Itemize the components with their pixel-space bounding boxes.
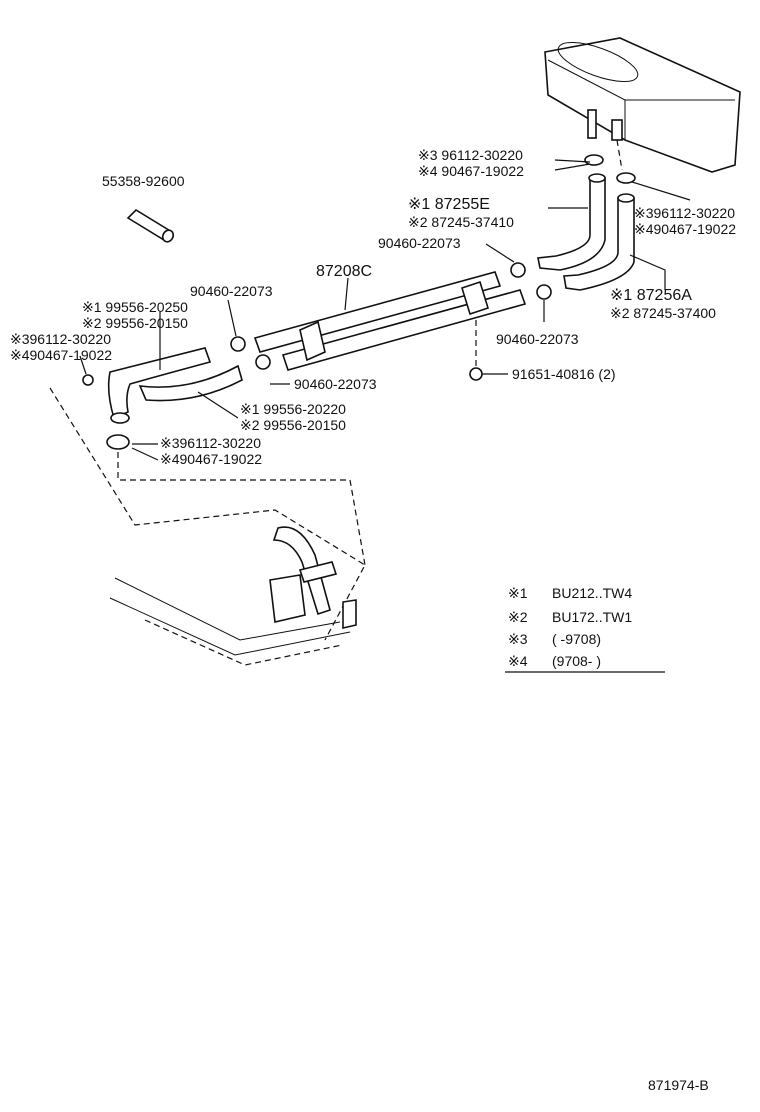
label-hose-low-2: ※2 99556-20150 xyxy=(240,417,346,433)
legend-mark-2: ※2 xyxy=(508,609,528,625)
label-hose-2-e: ※2 87245-37410 xyxy=(408,214,514,230)
clip-icons xyxy=(230,262,552,370)
legend-mark-4: ※4 xyxy=(508,653,528,669)
label-clip-upper: 90460-22073 xyxy=(378,235,461,251)
label-hose-low-1: ※1 99556-20220 xyxy=(240,401,346,417)
heater-unit xyxy=(544,37,741,173)
label-hose-2-a: ※2 87245-37400 xyxy=(610,305,716,321)
label-clamp-b-4: ※490467-19022 xyxy=(160,451,262,467)
figure-id: 871974-B xyxy=(648,1077,709,1093)
legend: ※1 BU212..TW4 ※2 BU172..TW1 ※3 ( -9708) … xyxy=(505,585,665,673)
clamp-left-icon xyxy=(82,374,94,386)
label-pipe-55358: 55358-92600 xyxy=(102,173,185,189)
bolt-icon xyxy=(469,318,483,381)
label-clamp-3-top: ※3 96112-30220 xyxy=(418,147,523,163)
label-clip-left: 90460-22073 xyxy=(190,283,273,299)
pipe-87208c xyxy=(253,271,527,371)
label-clip-mid: 90460-22073 xyxy=(294,376,377,392)
clamp-bottom-icon xyxy=(106,434,130,450)
leader-lines xyxy=(79,159,691,461)
label-hose-1-a: ※1 87256A xyxy=(610,287,692,304)
hose-87255e xyxy=(537,173,606,271)
label-clamp-b-3: ※396112-30220 xyxy=(160,435,261,451)
pipe-55358 xyxy=(126,208,175,243)
clamp-top-right-icon xyxy=(616,172,636,184)
legend-mark-1: ※1 xyxy=(508,585,528,601)
label-clamp-r-4: ※490467-19022 xyxy=(634,221,736,237)
label-hose-1-e: ※1 87255E xyxy=(408,196,490,213)
label-bolt: 91651-40816 (2) xyxy=(512,366,616,382)
label-clamp-l-4: ※490467-19022 xyxy=(10,347,112,363)
label-pipe-main: 87208C xyxy=(316,263,372,280)
hose-left xyxy=(107,347,243,424)
clamp-top-left-icon xyxy=(584,154,604,166)
label-clip-right: 90460-22073 xyxy=(496,331,579,347)
hose-87256a xyxy=(563,193,635,291)
label-hose-left-1: ※1 99556-20250 xyxy=(82,299,188,315)
label-hose-left-2: ※2 99556-20150 xyxy=(82,315,188,331)
floor-area xyxy=(49,387,366,666)
legend-text-3: ( -9708) xyxy=(552,631,601,647)
legend-text-1: BU212..TW4 xyxy=(552,585,632,601)
label-clamp-l-3: ※396112-30220 xyxy=(10,331,111,347)
legend-text-4: (9708- ) xyxy=(552,653,601,669)
legend-mark-3: ※3 xyxy=(508,631,528,647)
legend-text-2: BU172..TW1 xyxy=(552,609,632,625)
label-clamp-r-3: ※396112-30220 xyxy=(634,205,735,221)
label-clamp-4-top: ※4 90467-19022 xyxy=(418,163,524,179)
